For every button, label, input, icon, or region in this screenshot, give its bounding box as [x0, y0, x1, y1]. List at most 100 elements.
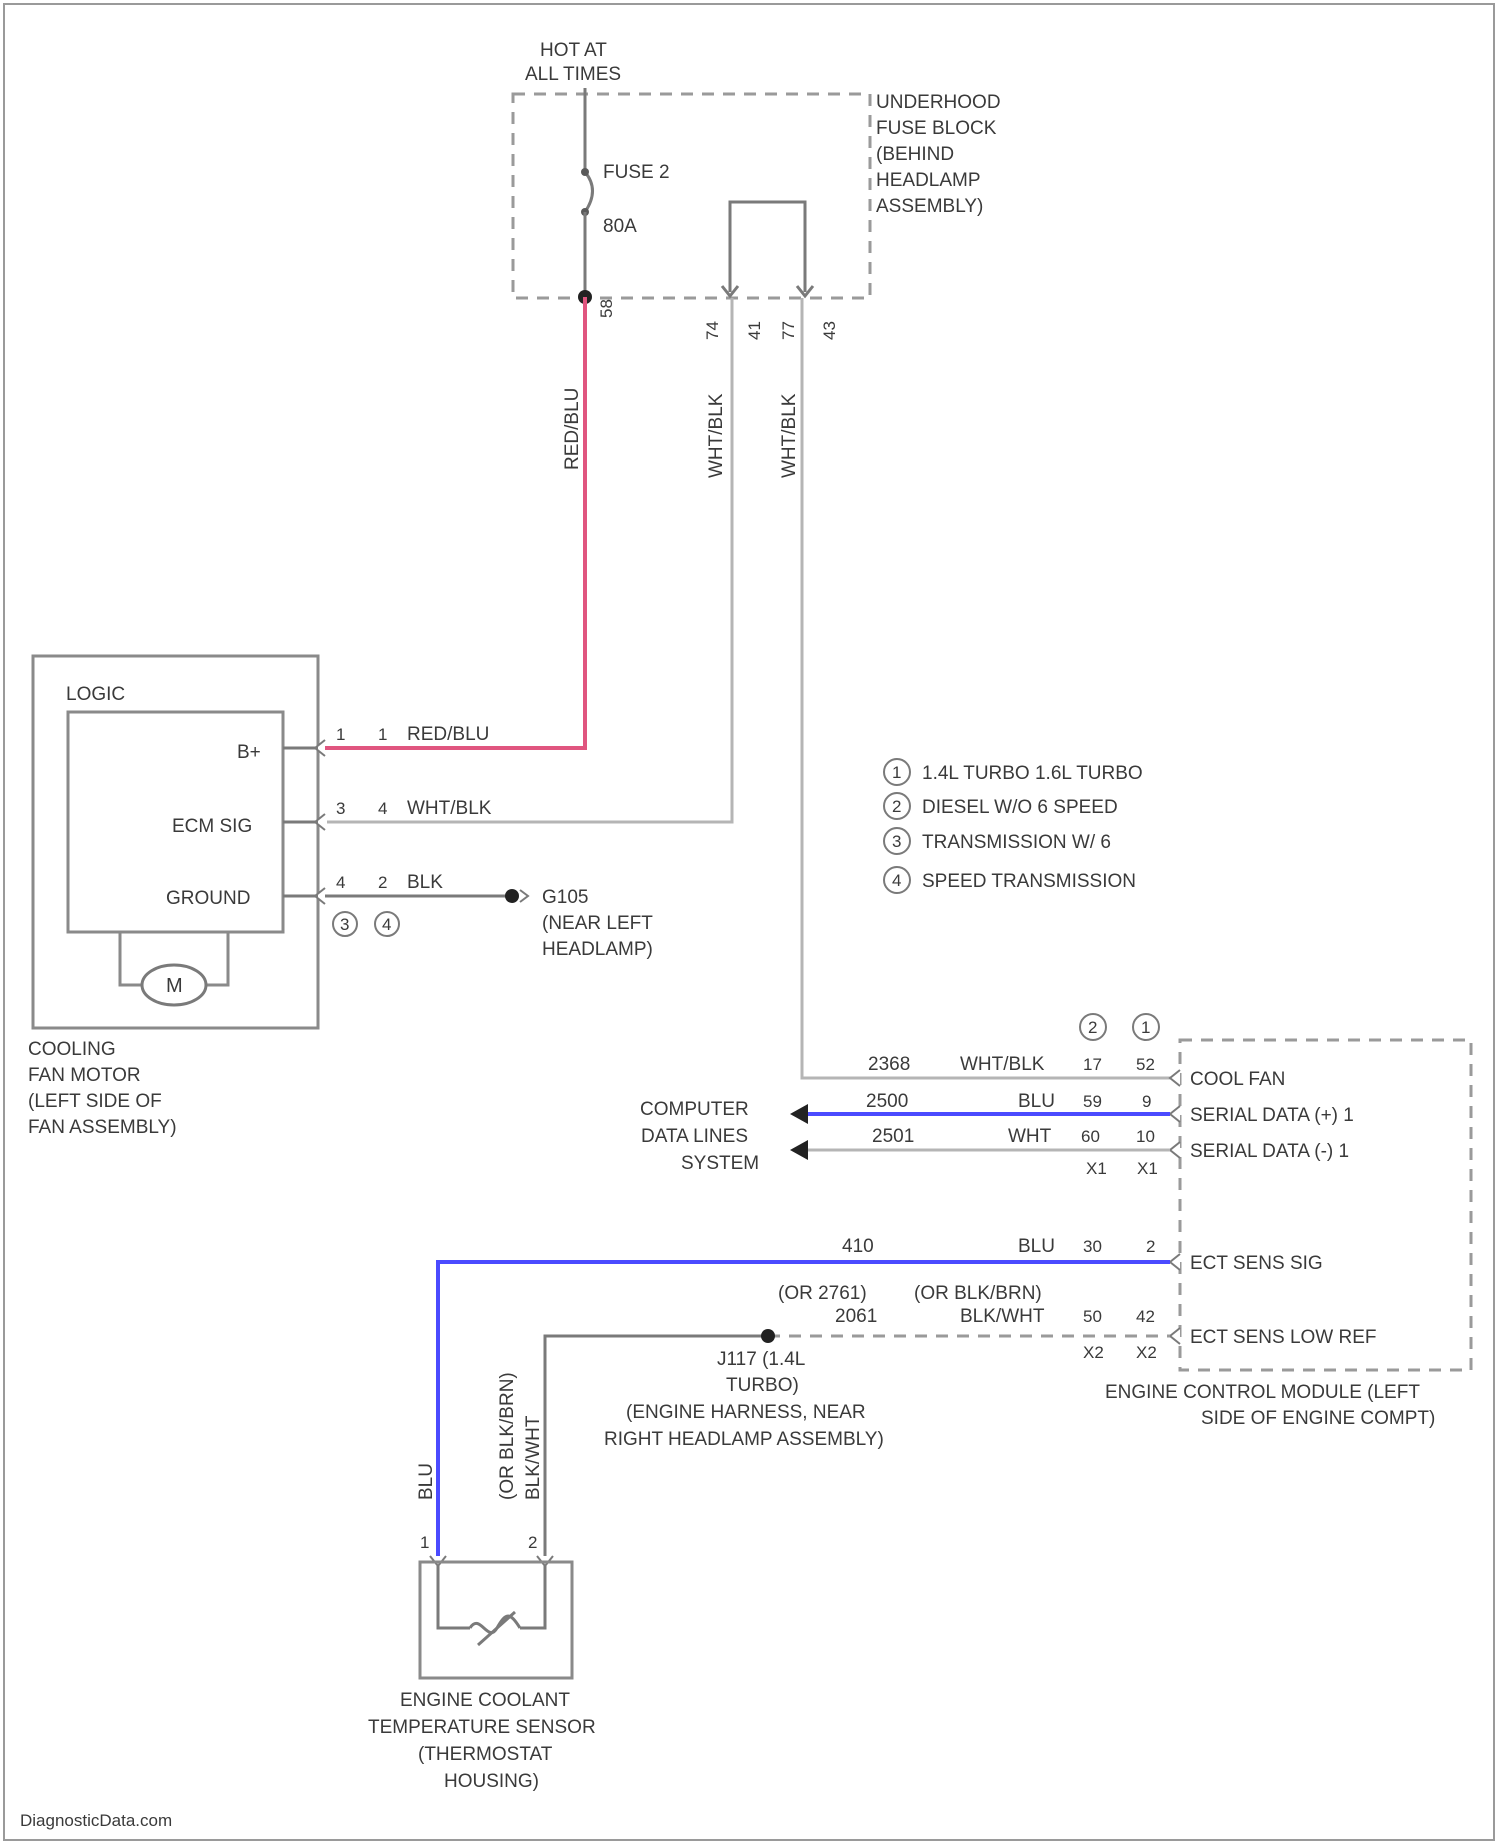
ecm-row3-pin-b: 10 [1136, 1127, 1155, 1146]
ecm-connector-ect-sig [1170, 1254, 1180, 1270]
ecm-connector-serial-minus [1170, 1142, 1180, 1158]
serial-minus-arrow-icon [790, 1140, 808, 1160]
ecm-row2-circuit: 2500 [866, 1091, 908, 1112]
serial-plus-arrow-icon [790, 1104, 808, 1124]
vertical-wires: RED/BLU WHT/BLK WHT/BLK [325, 297, 1170, 1078]
splice-label-4: RIGHT HEADLAMP ASSEMBLY) [604, 1429, 884, 1450]
fuse-block-outline [513, 94, 870, 298]
ecm-variant-mark-1-num: 1 [1141, 1018, 1150, 1037]
variant-mark-4-num: 4 [382, 915, 391, 934]
fan-caption-1: COOLING [28, 1039, 116, 1060]
ecm-row3-pin-a: 60 [1081, 1127, 1100, 1146]
underhood-fuse-block: HOT AT ALL TIMES UNDERHOOD FUSE BLOCK (B… [513, 40, 1001, 340]
pin-74: 74 [703, 321, 722, 340]
ecm-connector-x1-b: X1 [1137, 1159, 1158, 1178]
footer-watermark: DiagnosticData.com [20, 1811, 172, 1830]
fuse-block-title-4: HEADLAMP [876, 170, 981, 191]
ecm-row3-circuit: 2501 [872, 1126, 914, 1147]
ect-low-wire: BLK/WHT [960, 1306, 1045, 1327]
ect-low-pin-b2: X2 [1136, 1343, 1157, 1362]
ect-caption-2: TEMPERATURE SENSOR [368, 1717, 596, 1738]
ect-sig-pin-a: 30 [1083, 1237, 1102, 1256]
fan-row2-wire: WHT/BLK [407, 798, 492, 819]
fan-row2-pin-a: 3 [336, 799, 345, 818]
ect-sig-wire: BLU [1018, 1236, 1055, 1257]
red-blu-wire [325, 297, 585, 748]
variant-legend: 1 1.4L TURBO 1.6L TURBO 2 DIESEL W/O 6 S… [884, 759, 1143, 893]
pin-41: 41 [745, 321, 764, 340]
pin-77: 77 [779, 321, 798, 340]
logic-label: LOGIC [66, 684, 125, 705]
ground-location-2: HEADLAMP) [542, 939, 653, 960]
fan-row1-wire: RED/BLU [407, 724, 489, 745]
ground-name: G105 [542, 887, 588, 908]
ecm-connector-serial-plus [1170, 1106, 1180, 1122]
ect-internal-leads [438, 1566, 545, 1628]
splice-label-1: J117 (1.4L [717, 1349, 805, 1370]
ecm-variant-mark-2-num: 2 [1088, 1018, 1097, 1037]
b-plus-terminal: B+ [237, 742, 261, 763]
ect-caption-3: (THERMOSTAT [418, 1744, 553, 1765]
wht-blk-wire-cool-fan [802, 298, 1170, 1078]
computer-data-label-3: SYSTEM [681, 1153, 759, 1174]
ect-sensor-body [420, 1562, 572, 1678]
ect-sig-circuit: 410 [842, 1236, 874, 1257]
fan-caption-4: FAN ASSEMBLY) [28, 1117, 177, 1138]
ecm-connector-ect-low [1170, 1328, 1180, 1344]
ecm-row1-wire: WHT/BLK [960, 1054, 1045, 1075]
ground-point-icon [505, 889, 519, 903]
ect-caption-1: ENGINE COOLANT [400, 1690, 570, 1711]
fuse-symbol [585, 172, 593, 212]
ecm-signal-serial-minus: SERIAL DATA (-) 1 [1190, 1141, 1349, 1162]
ecm-row1-pin-b: 52 [1136, 1055, 1155, 1074]
fan-row3-wire: BLK [407, 872, 443, 893]
wht-blk-wire-label-2: WHT/BLK [779, 393, 800, 478]
splice-label-3: (ENGINE HARNESS, NEAR [626, 1402, 866, 1423]
fuse-block-jumper [730, 202, 805, 292]
ecm-signal-ect-sig: ECT SENS SIG [1190, 1253, 1323, 1274]
ect-sig-pin-b: 2 [1146, 1237, 1155, 1256]
computer-data-label-1: COMPUTER [640, 1099, 749, 1120]
splice-j117 [761, 1329, 775, 1343]
fuse-block-title-1: UNDERHOOD [876, 92, 1001, 113]
ecm-connector-cool-fan [1170, 1070, 1180, 1086]
ground-connector-icon [520, 890, 528, 902]
ground-terminal: GROUND [166, 888, 250, 909]
ecm-row1-pin-a: 17 [1083, 1055, 1102, 1074]
legend-text-4: SPEED TRANSMISSION [922, 871, 1136, 892]
red-blu-wire-label: RED/BLU [562, 388, 583, 470]
legend-text-2: DIESEL W/O 6 SPEED [922, 797, 1118, 818]
ect-pin-2: 2 [528, 1533, 537, 1552]
legend-text-1: 1.4L TURBO 1.6L TURBO [922, 763, 1143, 784]
fan-caption-3: (LEFT SIDE OF [28, 1091, 162, 1112]
ecm-row3-wire: WHT [1008, 1126, 1052, 1147]
ecm-connector-x1-a: X1 [1086, 1159, 1107, 1178]
fan-row2-pin-b: 4 [378, 799, 387, 818]
motor-symbol: M [166, 975, 183, 997]
ect-low-circuit: 2061 [835, 1306, 877, 1327]
hot-at-label: HOT AT [540, 40, 607, 61]
pin-58: 58 [597, 299, 616, 318]
wht-blk-wire-label-1: WHT/BLK [706, 393, 727, 478]
ect-wire-2-label-b: BLK/WHT [523, 1415, 544, 1500]
ect-wire-2-label-a: (OR BLK/BRN) [497, 1372, 518, 1500]
variant-mark-3-num: 3 [340, 915, 349, 934]
pin-43: 43 [820, 321, 839, 340]
fuse-rating: 80A [603, 216, 637, 237]
ect-low-pin-b: 42 [1136, 1307, 1155, 1326]
fuse-block-title-5: ASSEMBLY) [876, 196, 983, 217]
fuse-terminal-top [581, 168, 589, 176]
ect-caption-4: HOUSING) [444, 1771, 539, 1792]
fuse-block-title-3: (BEHIND [876, 144, 954, 165]
ecm-caption-2: SIDE OF ENGINE COMPT) [1201, 1408, 1435, 1429]
ecm-signal-serial-plus: SERIAL DATA (+) 1 [1190, 1105, 1354, 1126]
ecm-row2-wire: BLU [1018, 1091, 1055, 1112]
ect-low-wire-alt: (OR BLK/BRN) [914, 1283, 1042, 1304]
ecm-signal-cool-fan: COOL FAN [1190, 1069, 1285, 1090]
splice-label-2: TURBO) [726, 1375, 799, 1396]
fuse-name: FUSE 2 [603, 162, 670, 183]
ect-low-pin-a: 50 [1083, 1307, 1102, 1326]
fuse-block-title-2: FUSE BLOCK [876, 118, 997, 139]
ecm-caption-1: ENGINE CONTROL MODULE (LEFT [1105, 1382, 1420, 1403]
